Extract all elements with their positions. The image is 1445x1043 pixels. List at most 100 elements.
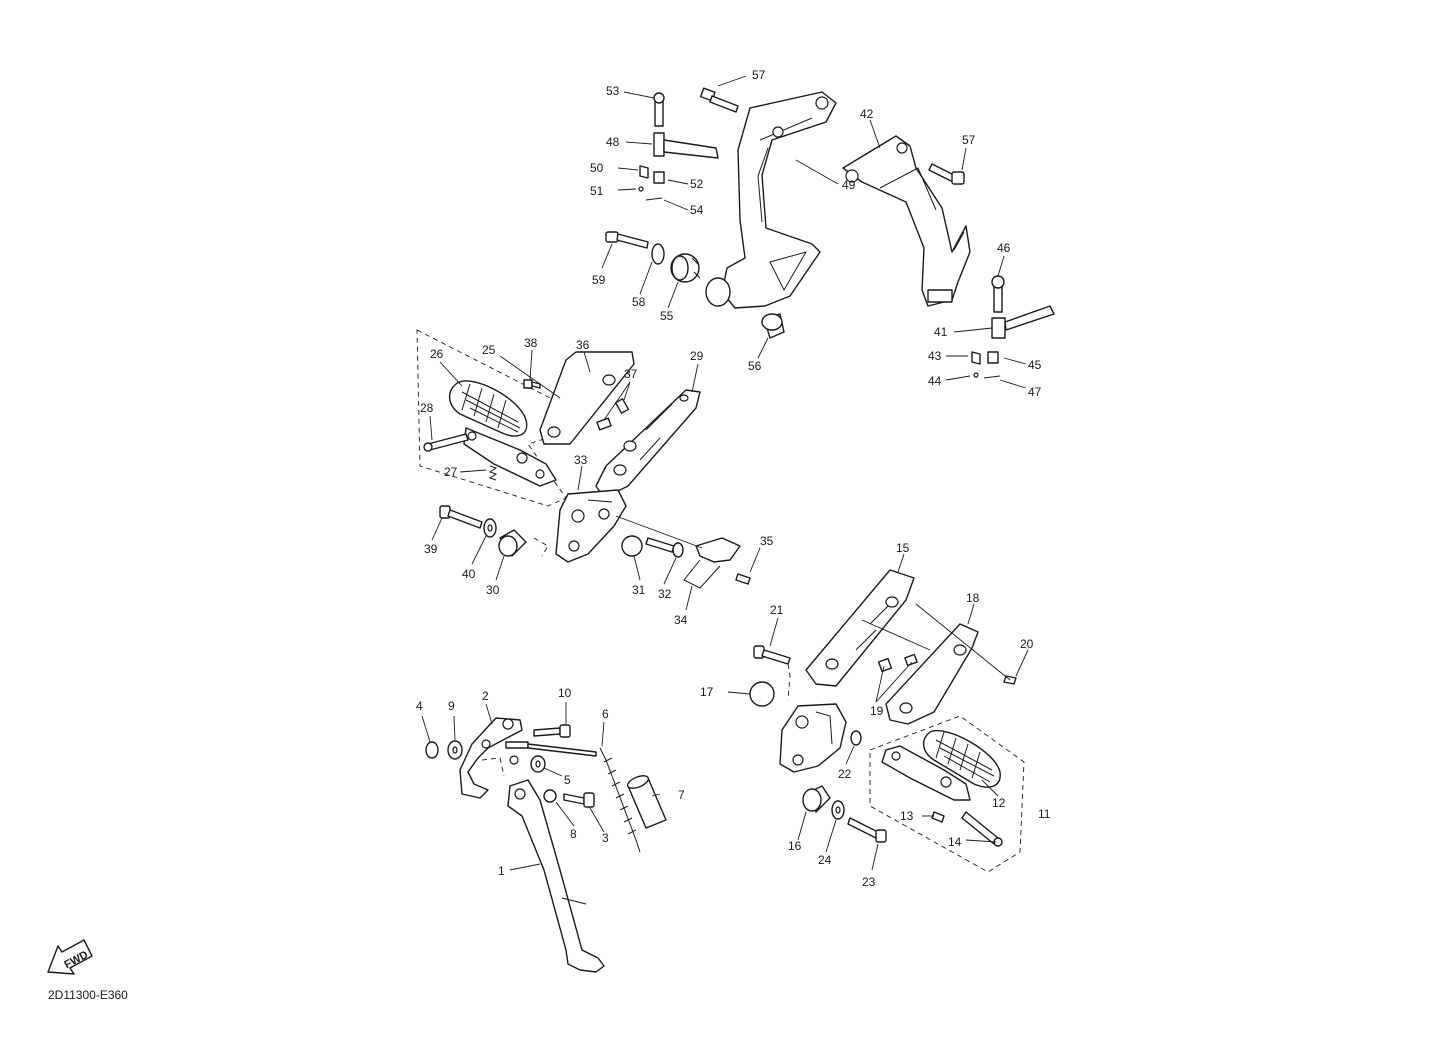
callout-41: 41 [934,325,948,339]
callout-28: 28 [420,401,434,415]
pivot-bolt-59 [605,231,665,265]
callout-1: 1 [498,864,505,878]
callout-57-top: 57 [752,68,766,82]
spring-27 [488,465,498,481]
bushing-17 [749,681,775,707]
main-bracket-rear-left [779,703,847,773]
callout-43: 43 [928,349,942,363]
footrest-26 [449,380,528,437]
washer-40 [483,518,497,538]
dashed-box-11 [869,715,1025,873]
callout-46: 46 [997,241,1011,255]
diagram-code: 2D11300-E360 [48,988,128,1002]
screw-35 [735,573,751,585]
callout-17: 17 [700,685,714,699]
callout-49: 49 [842,178,856,192]
footrest-holder-left [881,745,971,801]
screw-13 [931,811,945,823]
callout-10: 10 [558,686,572,700]
callout-44: 44 [928,374,942,388]
callout-57-side: 57 [962,133,976,147]
washer-9 [447,740,463,760]
callout-35: 35 [760,534,774,548]
callout-52: 52 [690,177,704,191]
callout-37: 37 [624,367,638,381]
dash-front-right-a [533,537,549,557]
callout-9: 9 [448,699,455,713]
callout-36: 36 [576,338,590,352]
callout-19: 19 [870,704,884,718]
callout-3: 3 [602,831,609,845]
plate-29 [595,389,701,499]
callout-38: 38 [524,336,538,350]
washer-small [509,755,519,765]
callout-45: 45 [1028,358,1042,372]
bolt-32 [645,537,684,558]
fwd-arrow-icon: FWD [47,939,93,975]
callout-11: 11 [1038,807,1051,821]
footrest-12 [923,729,1001,788]
callout-53: 53 [606,84,620,98]
bushing-30 [498,529,527,557]
axis-line-front-right [615,515,703,549]
bolt-57-top [699,87,739,113]
callout-59: 59 [592,273,606,287]
washer-5 [530,755,546,773]
callout-24: 24 [818,853,832,867]
rear-bracket-left [842,135,971,307]
callout-13: 13 [900,809,914,823]
pin-14 [961,811,1003,847]
callout-51: 51 [590,184,604,198]
dash-rear-left-a [787,663,791,701]
washer-24 [831,800,845,820]
nut-4 [425,741,439,759]
callout-8: 8 [570,827,577,841]
collar-31 [621,535,643,557]
callout-5: 5 [564,773,571,787]
bolt-3 [563,792,595,808]
collar-56 [705,277,785,339]
heel-guard-18 [885,623,979,725]
callout-16: 16 [788,839,802,853]
stud-bolt [505,741,597,757]
callout-21: 21 [770,603,784,617]
callout-14: 14 [948,835,962,849]
callout-58: 58 [632,295,646,309]
pin-28 [423,433,469,452]
callout-27: 27 [444,465,458,479]
sidestand-1 [507,779,605,973]
callout-18: 18 [966,591,980,605]
shift-rod-assembly [971,275,1055,379]
callout-25: 25 [482,343,496,357]
callout-26: 26 [430,347,444,361]
rear-bracket-right [721,91,837,309]
callout-7: 7 [678,788,685,802]
callout-12: 12 [992,796,1006,810]
callout-48: 48 [606,135,620,149]
callout-2: 2 [482,689,489,703]
callout-31: 31 [632,583,646,597]
damper-37 [596,398,630,431]
callout-4: 4 [416,699,423,713]
switch-34 [683,537,741,589]
bolt-21 [753,645,791,665]
bushing-8 [543,789,557,803]
dash-sidestand [481,757,505,777]
callout-6: 6 [602,707,609,721]
callout-15: 15 [896,541,910,555]
callout-42: 42 [860,107,874,121]
callout-22: 22 [838,767,852,781]
callout-34: 34 [674,613,688,627]
washer-22 [850,730,862,746]
callout-54: 54 [690,203,704,217]
callout-55: 55 [660,309,674,323]
callout-23: 23 [862,875,876,889]
callout-33: 33 [574,453,588,467]
spring-6 [599,747,641,853]
bushing-16 [802,785,831,813]
bolt-57-side [928,163,965,185]
leader-lines [421,75,1029,871]
callout-29: 29 [690,349,704,363]
callout-47: 47 [1028,385,1042,399]
